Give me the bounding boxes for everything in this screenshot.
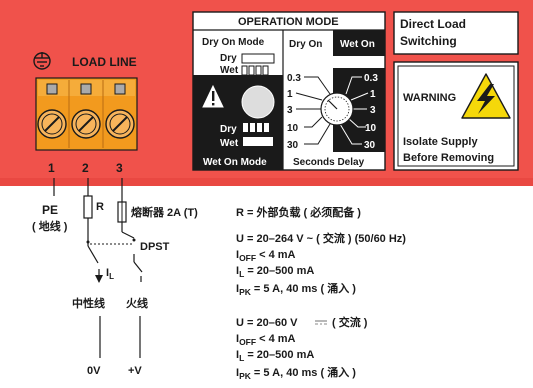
direct-load-line1: Direct Load	[400, 17, 466, 31]
spec-dc-ipk: IPK = 5 A, 40 ms ( 涌入 )	[236, 365, 356, 381]
spec-ac-ioff: IOFF < 4 mA	[236, 249, 296, 263]
switch-contact-2	[132, 238, 136, 242]
spec-dc-u-post: ( 交流 )	[332, 315, 368, 329]
live-label: 火线	[126, 296, 148, 310]
housing-bottom-band	[0, 178, 533, 186]
warning-title: WARNING	[403, 92, 456, 104]
spec-dc-il: IL = 20–500 mA	[236, 349, 314, 363]
delay-dial-lines	[295, 76, 331, 145]
load-line-label: LOAD LINE	[72, 55, 137, 69]
delay-dial-lines-right	[339, 76, 369, 145]
direct-load-line2: Switching	[400, 34, 457, 48]
spec-dc-ioff: IOFF < 4 mA	[236, 333, 296, 347]
terminal-number-1: 1	[48, 161, 55, 175]
wet-indicator-dashed	[241, 65, 269, 76]
delay-right-3: 10	[365, 123, 377, 134]
terminal-screw-3[interactable]	[105, 109, 135, 139]
wet-indicator-solid	[243, 137, 273, 146]
delay-left-0: 0.3	[287, 73, 301, 84]
delay-left-1: 1	[287, 89, 293, 100]
dry-on-label: Dry On	[289, 39, 322, 50]
ground-symbol-icon	[33, 52, 51, 70]
fuse-icon	[117, 201, 127, 223]
pe-label: PE	[42, 203, 58, 217]
delay-right-4: 30	[364, 140, 376, 151]
caution-triangle-icon	[202, 84, 224, 108]
operation-mode-title: OPERATION MODE	[238, 16, 339, 28]
fuse-label: 熔断器 2A (T)	[131, 205, 198, 219]
wet-label-top: Wet	[220, 65, 239, 76]
spec-dc-u-pre: U = 20–60 V	[236, 317, 298, 329]
pe-cn-label: ( 地线 )	[32, 219, 68, 233]
dpst-label: DPST	[140, 241, 170, 253]
direct-load-panel	[393, 11, 519, 55]
spec-r-def: R = 外部负载 ( 必须配备 )	[236, 205, 361, 219]
dc-symbol-icon	[315, 320, 327, 325]
neutral-label: 中性线	[72, 296, 105, 310]
mode-potentiometer[interactable]	[241, 85, 275, 119]
delay-left-2: 3	[287, 105, 293, 116]
warning-line1: Isolate Supply	[403, 136, 478, 148]
wet-label-bottom: Wet	[220, 138, 239, 149]
dry-indicator-dashed	[243, 123, 269, 132]
delay-right-2: 3	[370, 105, 376, 116]
high-voltage-warning-icon	[461, 73, 511, 119]
wet-on-label: Wet On	[340, 39, 375, 50]
dry-label-top: Dry	[220, 53, 237, 64]
plus-v-label: +V	[128, 365, 142, 377]
current-arrow-icon	[95, 275, 103, 283]
delay-right-0: 0.3	[364, 73, 378, 84]
delay-left-3: 10	[287, 123, 299, 134]
dry-indicator-solid	[241, 53, 275, 64]
seconds-delay-label: Seconds Delay	[293, 157, 365, 168]
dry-label-bottom: Dry	[220, 124, 237, 135]
terminal-screw-2[interactable]	[71, 109, 101, 139]
delay-right-1: 1	[370, 89, 376, 100]
delay-left-4: 30	[287, 140, 299, 151]
spec-ac-il: IL = 20–500 mA	[236, 265, 314, 279]
dry-on-mode-label: Dry On Mode	[202, 37, 265, 48]
spec-ac-u: U = 20–264 V ~ ( 交流 ) (50/60 Hz)	[236, 231, 406, 245]
switch-contact-1	[86, 240, 90, 244]
delay-dial[interactable]	[320, 92, 354, 126]
zero-v-label: 0V	[87, 365, 101, 377]
terminal-number-3: 3	[116, 161, 123, 175]
warning-line2: Before Removing	[403, 152, 494, 164]
wet-on-mode-label: Wet On Mode	[203, 157, 267, 168]
terminal-number-2: 2	[82, 161, 89, 175]
il-label: IL	[106, 267, 114, 281]
terminal-screw-1[interactable]	[37, 109, 67, 139]
spec-ac-ipk: IPK = 5 A, 40 ms ( 涌入 )	[236, 281, 356, 297]
resistor-label: R	[96, 201, 104, 213]
load-resistor-icon	[83, 195, 93, 219]
